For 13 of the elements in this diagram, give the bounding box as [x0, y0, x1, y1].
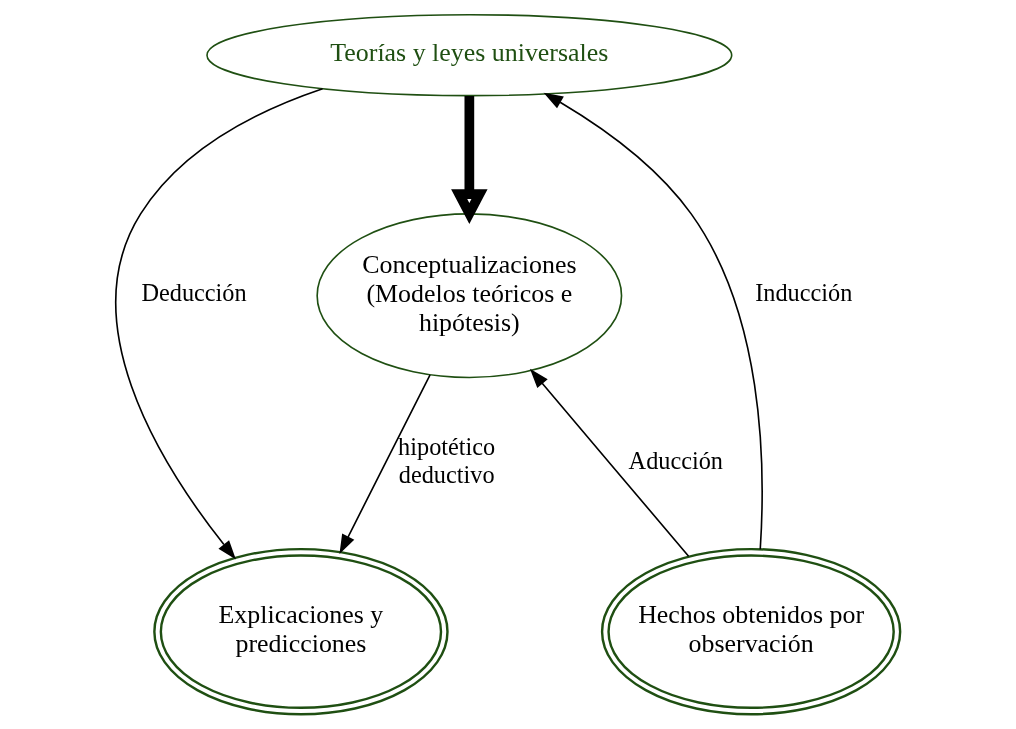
edge-label: Inducción	[755, 279, 853, 307]
node-ellipse: Hechos obtenidos por observación	[600, 547, 902, 716]
arrow	[451, 96, 488, 224]
node-ellipse: Conceptualizaciones (Modelos teóricos e hipótesis)	[316, 213, 623, 379]
edge-label: Aducción	[628, 446, 724, 474]
edge-label: hipotético deductivo	[398, 433, 496, 488]
arrow	[543, 92, 763, 551]
node-ellipse: Teorías y leyes universales	[206, 13, 733, 97]
edge-label: Deducción	[141, 279, 247, 307]
node-ellipse: Explicaciones y predicciones	[153, 547, 449, 716]
arrow	[529, 368, 690, 558]
arrow	[339, 374, 431, 554]
arrow	[115, 87, 324, 560]
